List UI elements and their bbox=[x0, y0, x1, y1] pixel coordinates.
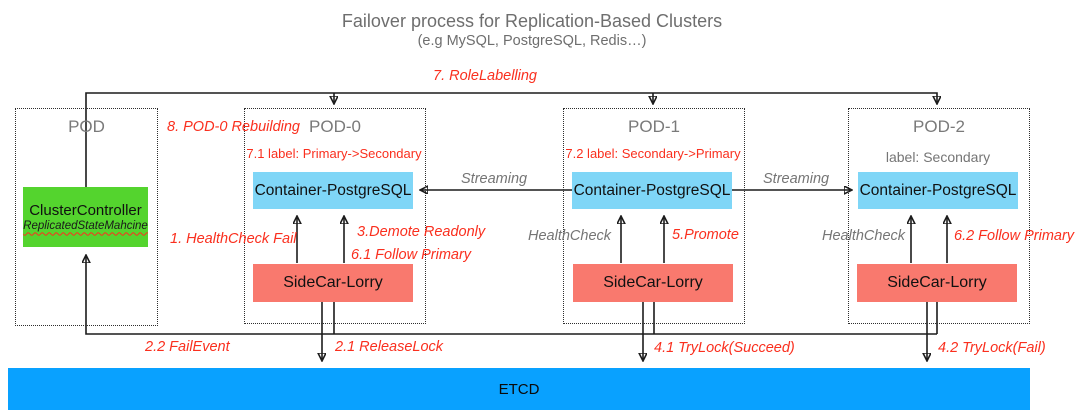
pod1-label: POD-1 bbox=[628, 117, 680, 136]
pod2-label: POD-2 bbox=[913, 117, 965, 136]
etcd-label: ETCD bbox=[498, 380, 540, 398]
pod0-container-node: Container-PostgreSQL bbox=[253, 172, 413, 209]
pod1-role-change-label: 7.2 label: Secondary->Primary bbox=[565, 146, 741, 161]
annotation-healthcheck-fail: 1. HealthCheck Fail bbox=[170, 231, 297, 247]
pod-controller-label: POD bbox=[68, 117, 105, 136]
etcd-bar: ETCD bbox=[8, 368, 1030, 410]
pod1-container-label: Container-PostgreSQL bbox=[573, 181, 731, 199]
pod1-box: POD-1 bbox=[563, 108, 745, 324]
pod2-sidecar-node: SideCar-Lorry bbox=[857, 264, 1017, 302]
annotation-follow-primary-61: 6.1 Follow Primary bbox=[351, 247, 472, 263]
cluster-controller-node: ClusterController ReplicatedStateMahcine bbox=[23, 187, 148, 247]
pod2-container-node: Container-PostgreSQL bbox=[858, 172, 1018, 209]
pod0-container-label: Container-PostgreSQL bbox=[254, 181, 412, 199]
annotation-trylock-succeed: 4.1 TryLock(Succeed) bbox=[654, 340, 795, 356]
pod2-box: POD-2 bbox=[848, 108, 1030, 324]
annotation-pod0-rebuilding: 8. POD-0 Rebuilding bbox=[167, 119, 300, 135]
pod0-role-change-label: 7.1 label: Primary->Secondary bbox=[246, 146, 422, 161]
annotation-fail-event: 2.2 FailEvent bbox=[145, 339, 230, 355]
annotation-trylock-fail: 4.2 TryLock(Fail) bbox=[938, 340, 1046, 356]
pod2-sidecar-label: SideCar-Lorry bbox=[887, 274, 987, 291]
pod0-sidecar-node: SideCar-Lorry bbox=[253, 264, 413, 302]
annotation-release-lock: 2.1 ReleaseLock bbox=[335, 339, 444, 355]
pod-controller-box: POD bbox=[15, 108, 158, 326]
annotation-healthcheck-pod2: HealthCheck bbox=[822, 228, 906, 244]
diagram-title: Failover process for Replication-Based C… bbox=[341, 11, 723, 31]
pod0-label: POD-0 bbox=[309, 117, 361, 136]
annotation-role-labelling: 7. RoleLabelling bbox=[433, 68, 537, 84]
annotation-healthcheck-pod1: HealthCheck bbox=[528, 228, 612, 244]
annotation-promote: 5.Promote bbox=[672, 227, 739, 243]
annotation-streaming-left: Streaming bbox=[461, 171, 528, 187]
cluster-controller-subtitle: ReplicatedStateMahcine bbox=[23, 220, 148, 233]
pod1-sidecar-node: SideCar-Lorry bbox=[573, 264, 733, 302]
pod0-box: POD-0 bbox=[244, 108, 426, 324]
pod1-sidecar-label: SideCar-Lorry bbox=[603, 274, 703, 291]
pod2-role-label: label: Secondary bbox=[885, 149, 991, 165]
annotation-follow-primary-62: 6.2 Follow Primary bbox=[954, 228, 1075, 244]
diagram-subtitle: (e.g MySQL, PostgreSQL, Redis…) bbox=[417, 33, 647, 49]
pod0-sidecar-label: SideCar-Lorry bbox=[283, 274, 383, 291]
annotation-streaming-right: Streaming bbox=[763, 171, 830, 187]
pod1-container-node: Container-PostgreSQL bbox=[572, 172, 732, 209]
fail-event-bus bbox=[86, 256, 938, 335]
pod2-container-label: Container-PostgreSQL bbox=[859, 181, 1017, 199]
cluster-controller-title: ClusterController bbox=[29, 201, 142, 219]
annotation-demote-readonly: 3.Demote Readonly bbox=[357, 224, 486, 240]
